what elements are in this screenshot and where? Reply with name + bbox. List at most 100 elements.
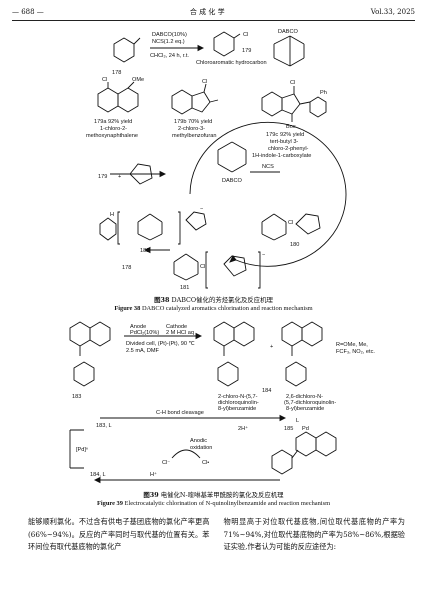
fig39-en-label: Figure 39	[96, 500, 123, 507]
cycle-182-minus: −	[200, 206, 203, 212]
anodic-arc	[171, 449, 201, 459]
page-number: — 688 —	[12, 8, 44, 16]
caption-38-cn: 图38 DABCO催化的芳烃氯化及反应机理	[0, 296, 427, 304]
mechanism-cycle	[69, 417, 280, 481]
body-left-column: 能够顺利氯化。不过含有供电子基团底物的氯化产率更高(66%~94%)。反应的产率…	[28, 517, 210, 552]
fig39-cn-label: 图39	[143, 491, 159, 499]
mech-ch: C-H bond cleavage	[156, 410, 204, 416]
volume-info: Vol.33, 2025	[370, 8, 415, 16]
succinimide-180	[295, 213, 321, 235]
r-groups-1: R=OMe, Me,	[336, 342, 368, 348]
prod1-name2: dichloroquinolin-	[218, 400, 259, 406]
179a-id: 179a	[94, 119, 107, 125]
cond-3: CHCl₃, 24 h, r.t.	[150, 53, 189, 59]
scheme-38: 178 DABCO(10%) NCS(1.2 eq.) CHCl₃, 24 h,…	[86, 29, 347, 291]
mech-anodic-2: oxidation	[190, 445, 212, 451]
body-text: 能够顺利氯化。不过含有供电子基团底物的氯化产率更高(66%~94%)。反应的产率…	[28, 516, 405, 554]
pd-complex-185	[295, 431, 317, 457]
cond-2: NCS(1.2 eq.)	[152, 39, 185, 45]
cycle-179: 179	[98, 174, 107, 180]
label-183: 183	[72, 394, 81, 400]
prod2-name3: 8-yl)benzamide	[286, 406, 324, 412]
benzofuran-179b	[171, 89, 193, 115]
cycle-181: 181	[180, 285, 189, 291]
cycle-181-cl: Cl	[200, 264, 205, 270]
product-desc: Chloroaromatic hydrocarbon	[196, 60, 267, 66]
179a-name1: 1-chloro-2-	[100, 126, 127, 132]
179c-ph: Ph	[320, 90, 327, 96]
cycle-plus: +	[118, 174, 121, 180]
179c-id: 179c	[266, 132, 278, 138]
cycle-arrow	[189, 121, 347, 267]
caption-39-en: Figure 39 Electrocatalytic chlorination …	[0, 500, 427, 508]
cycle-181-minus: −	[262, 252, 265, 258]
mech-hplus: H⁺	[150, 471, 157, 478]
dabco-label: DABCO	[278, 29, 299, 35]
fig39-cn-text: 电催化N-喹啉基苯甲酰胺的氯化及反应机理	[160, 491, 284, 499]
quinoline-184	[281, 321, 303, 347]
mech-pd-atom: Pd	[302, 426, 309, 432]
dabco-structure	[273, 35, 305, 67]
mech-183: 183, L	[96, 423, 112, 429]
cycle-178: 178	[122, 265, 131, 271]
mech-184: 184, L	[90, 472, 106, 478]
cycle-ncs: NCS	[262, 164, 274, 170]
quinoline-183	[69, 321, 91, 347]
prod1-name3: 8-yl)benzamide	[218, 406, 256, 412]
179b-yield: 70% yield	[188, 119, 212, 125]
dabco-cycle-top	[217, 141, 247, 173]
scheme-39: 183 Anode PdCl₂(10%) Cathode 2 M HCl aq …	[69, 321, 375, 484]
journal-title: 合 成 化 学	[189, 8, 225, 16]
label-178: 178	[112, 70, 121, 76]
indole-179c	[261, 91, 283, 117]
benzene-178	[113, 37, 135, 63]
179a-yield: 92% yield	[108, 119, 132, 125]
179b-name2: methylbenzofuran	[172, 133, 216, 139]
caption-38-en: Figure 38 DABCO catalyzed aromatics chlo…	[0, 305, 427, 313]
179b-cl: Cl	[202, 79, 207, 85]
179a-cl: Cl	[102, 77, 107, 83]
running-header: — 688 — 合 成 化 学 Vol.33, 2025	[12, 6, 415, 18]
mech-pd: [Pd]ⁿ	[76, 446, 88, 453]
179c-name1: tert-butyl 3-	[270, 139, 298, 145]
caption-39-cn: 图39 电催化N-喹啉基苯甲酰胺的氯化及反应机理	[0, 491, 427, 499]
dabco-180	[261, 213, 287, 241]
cycle-180-cl: Cl	[288, 220, 293, 226]
fig38-cn-label: 图38	[154, 296, 170, 304]
179c-name3: 1H-indole-1-carboxylate	[252, 153, 311, 159]
mech-185: 185	[284, 426, 293, 432]
cond-1: DABCO(10%)	[152, 32, 187, 38]
benzene-179	[213, 31, 235, 57]
mech-clminus: Cl⁻	[162, 460, 170, 466]
dabco-181	[173, 253, 199, 281]
fig38-cn-text: DABCO催化的芳烃氯化及反应机理	[171, 296, 273, 304]
cycle-182-h: H	[110, 212, 114, 218]
product-cl: Cl	[243, 32, 248, 38]
cathode-1: Cathode	[166, 324, 187, 330]
cycle-180: 180	[290, 242, 299, 248]
179c-boc: Boc	[286, 124, 296, 130]
quinoline-prod1	[213, 321, 235, 347]
mech-l: L	[296, 418, 299, 424]
179c-name2: chloro-2-phenyl-	[268, 146, 309, 152]
179c-yield: 92% yield	[280, 132, 304, 138]
body-right-column: 物明显高于对位取代基底物,间位取代基底物的产率为71%~94%,对位取代基底物的…	[223, 517, 406, 552]
label-179: 179	[242, 48, 251, 54]
succinimide-181	[223, 255, 247, 277]
fig38-en-text: DABCO catalyzed aromatics chlorination a…	[141, 305, 313, 312]
prod1-name1: 2-chloro-N-(5,7-	[218, 394, 258, 400]
anode-1: Anode	[130, 324, 146, 330]
179c-cl: Cl	[290, 80, 295, 86]
header-rule	[12, 20, 415, 21]
fig38-en-label: Figure 38	[114, 305, 141, 312]
179a-ome: OMe	[132, 77, 144, 83]
anode-2: PdCl₂(10%)	[130, 330, 159, 336]
benzene-182	[99, 217, 117, 241]
179a-name2: methoxynaphthalene	[86, 133, 138, 139]
prod2-name2: (5,7-dichloroquinolin-	[284, 400, 336, 406]
179b-id: 179b	[174, 119, 186, 125]
179b-name1: 2-chloro-3-	[178, 126, 205, 132]
mech-anodic-1: Anodic	[190, 438, 207, 444]
cathode-2: 2 M HCl aq	[166, 330, 194, 336]
label-184: 184	[262, 388, 271, 394]
